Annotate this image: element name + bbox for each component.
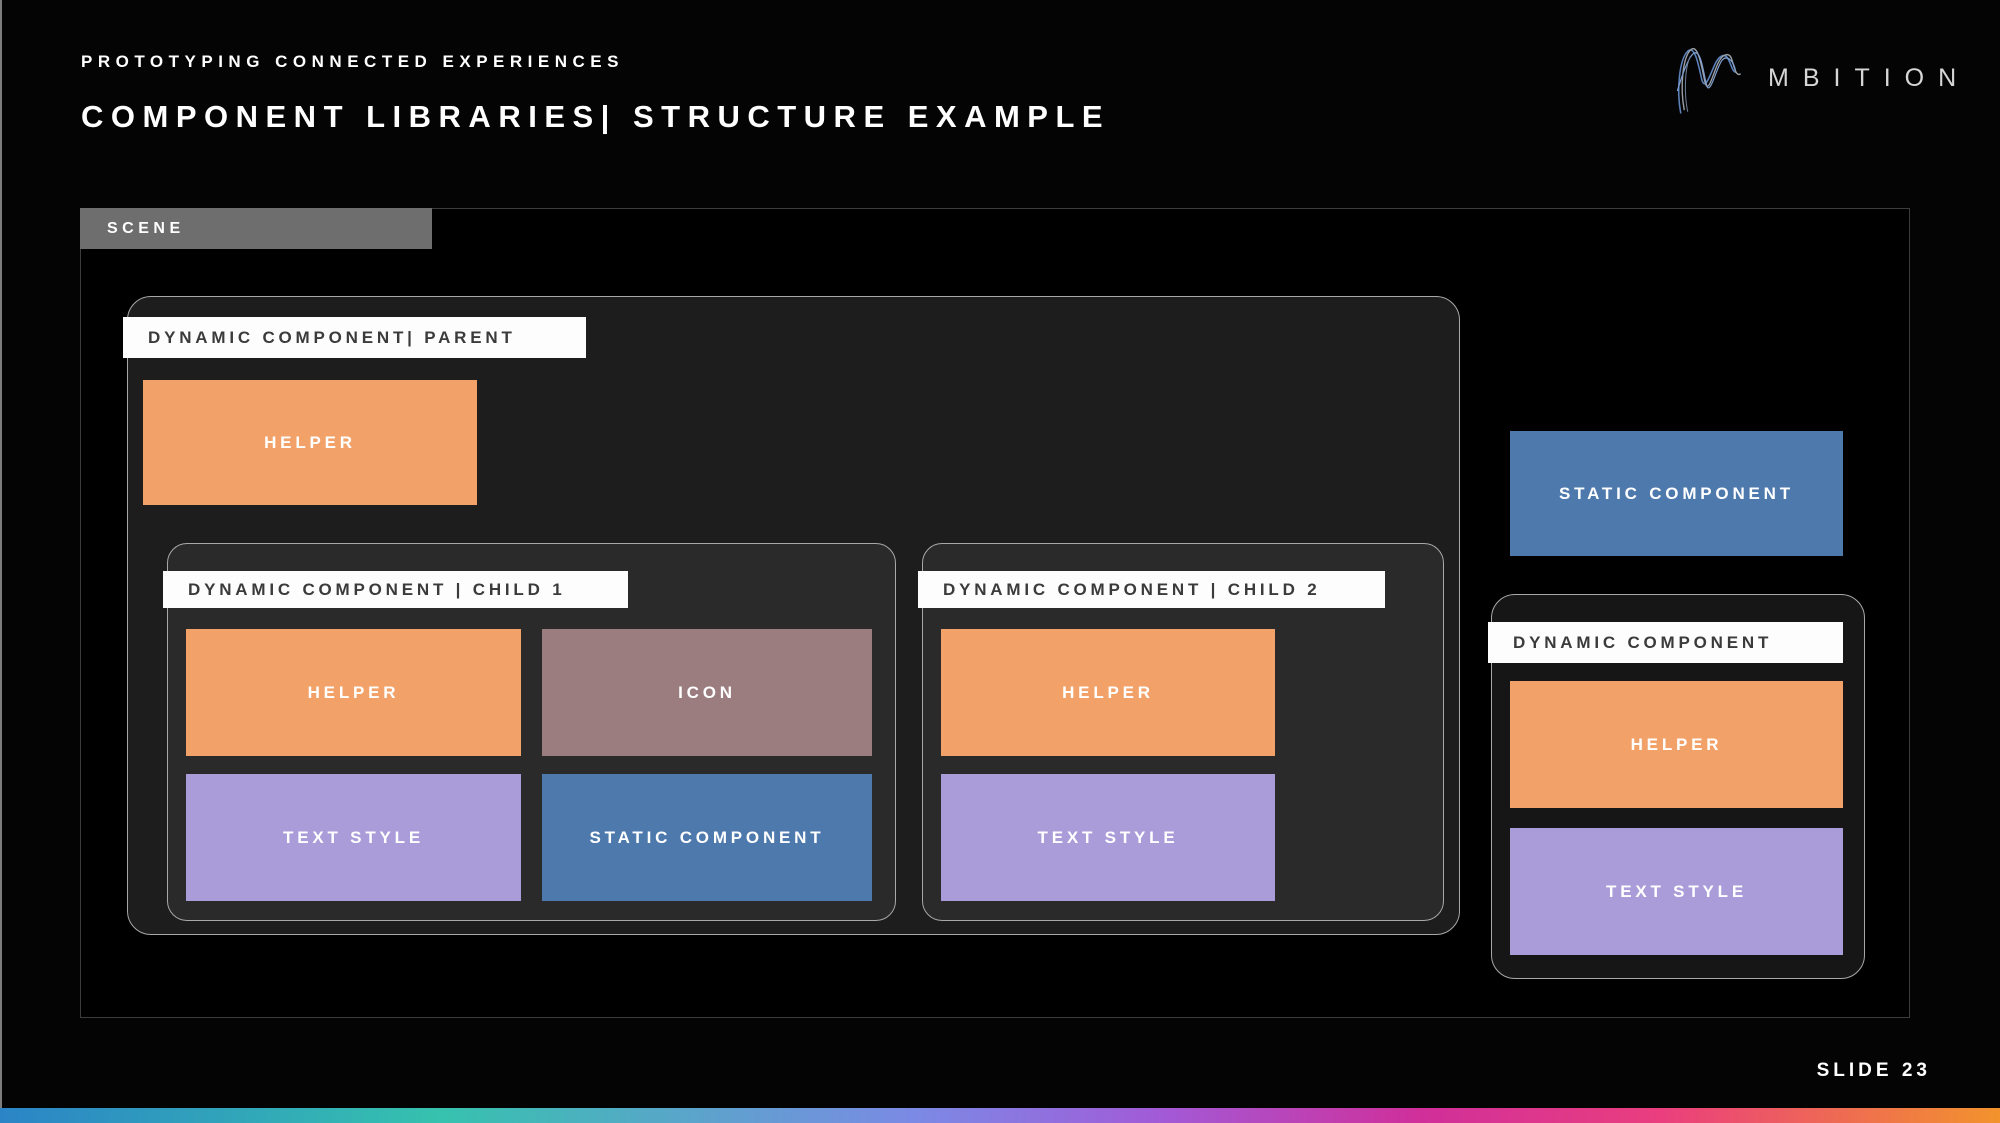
bottom-gradient-bar xyxy=(0,1108,2000,1123)
child-1-text-style-box: TEXT STYLE xyxy=(186,774,521,901)
right-text-style-box: TEXT STYLE xyxy=(1510,828,1843,955)
dynamic-component-parent-label: DYNAMIC COMPONENT| PARENT xyxy=(123,317,586,358)
logo-wordmark: MBITION xyxy=(1768,63,1971,92)
page-title: COMPONENT LIBRARIES| STRUCTURE EXAMPLE xyxy=(81,99,1111,134)
child-1-static-component-box: STATIC COMPONENT xyxy=(542,774,872,901)
child-2-helper-box: HELPER xyxy=(941,629,1275,756)
child-1-icon-box: ICON xyxy=(542,629,872,756)
left-edge-line xyxy=(0,0,2,1123)
scene-frame: SCENE DYNAMIC COMPONENT| PARENT HELPER D… xyxy=(80,208,1910,1018)
right-helper-box: HELPER xyxy=(1510,681,1843,808)
mbition-logo: MBITION xyxy=(1662,38,1956,118)
right-static-component-box: STATIC COMPONENT xyxy=(1510,431,1843,556)
right-dynamic-component-label: DYNAMIC COMPONENT xyxy=(1488,622,1843,663)
mbition-squiggle-m-icon xyxy=(1676,47,1742,114)
child-2-text-style-box: TEXT STYLE xyxy=(941,774,1275,901)
dynamic-component-child-1-label: DYNAMIC COMPONENT | CHILD 1 xyxy=(163,571,628,608)
child-1-helper-box: HELPER xyxy=(186,629,521,756)
slide-number: SLIDE 23 xyxy=(1816,1060,1931,1081)
eyebrow-text: PROTOTYPING CONNECTED EXPERIENCES xyxy=(81,52,624,71)
dynamic-component-child-2-label: DYNAMIC COMPONENT | CHILD 2 xyxy=(918,571,1385,608)
scene-label: SCENE xyxy=(80,208,432,249)
parent-helper-box: HELPER xyxy=(143,380,477,505)
